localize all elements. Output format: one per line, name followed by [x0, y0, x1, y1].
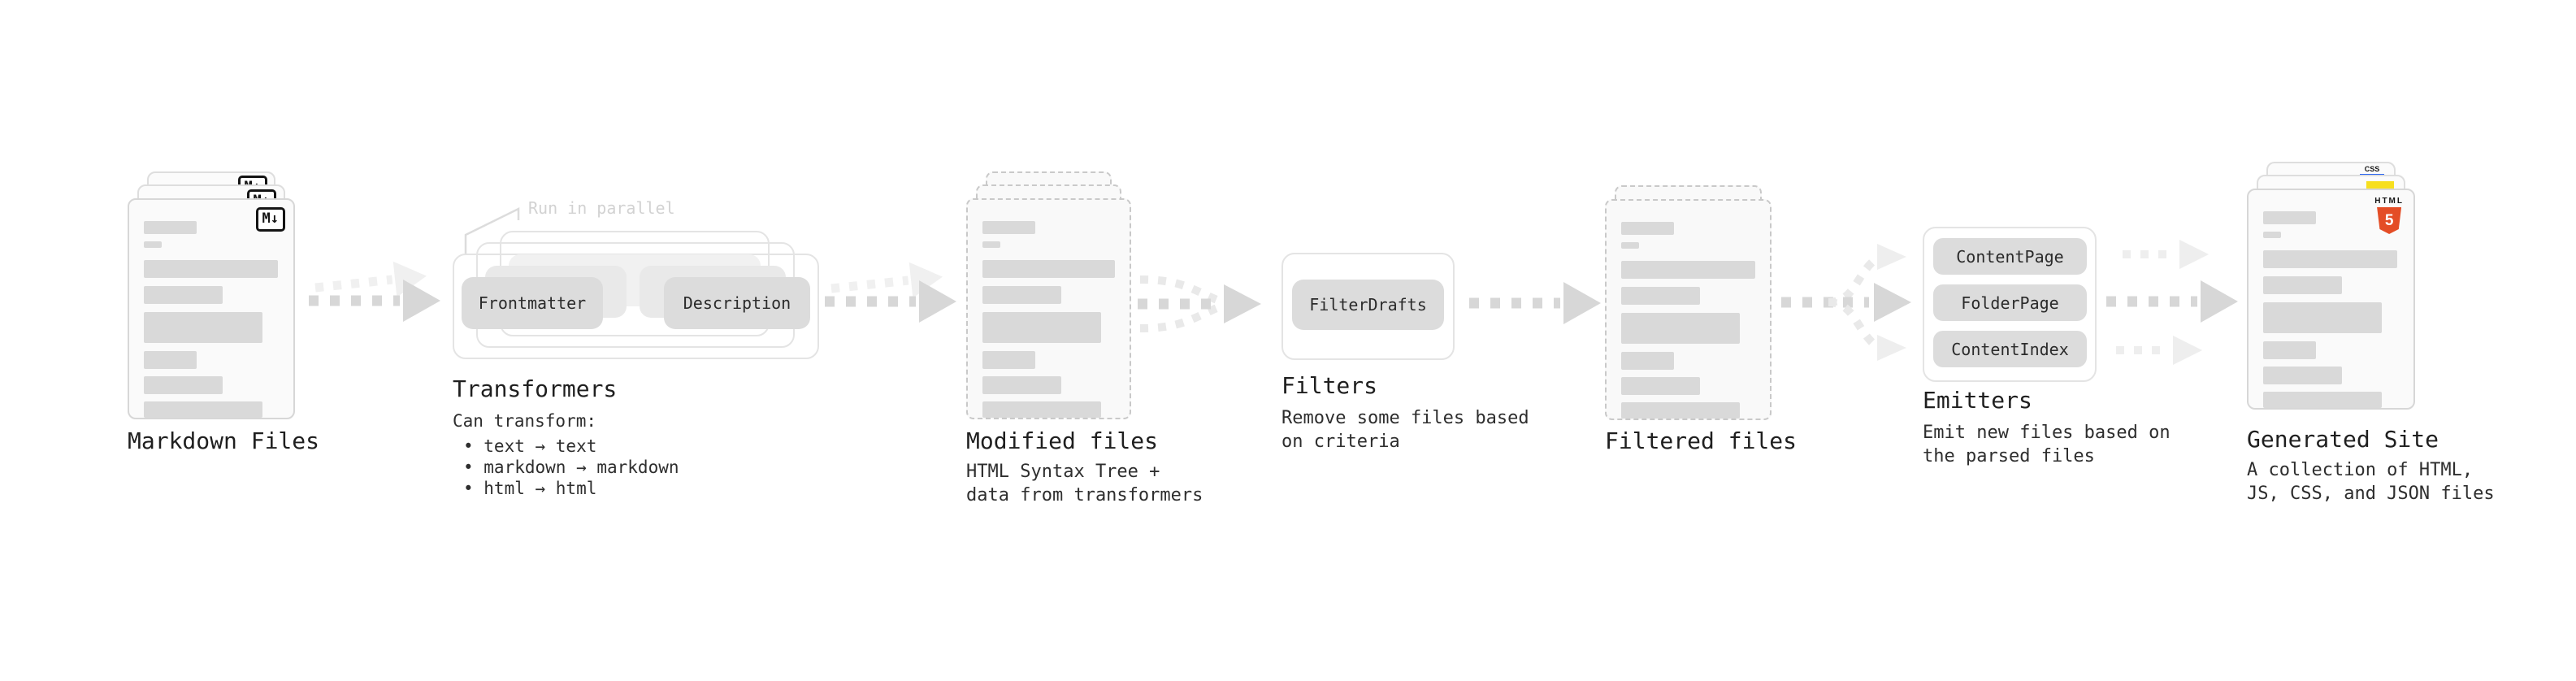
file-skeleton-text — [1621, 222, 1755, 419]
emitter-node-folderpage: FolderPage — [1933, 284, 2087, 321]
generated-site-label: Generated Site — [2247, 426, 2439, 453]
arrow-emitters-to-site-top — [2123, 240, 2209, 269]
stage-generated-site: CSS HTML 5 — [2247, 162, 2415, 410]
arrow-filters-to-filtered — [1469, 282, 1601, 324]
file-skeleton-text — [2263, 211, 2399, 408]
run-in-parallel-annotation: Run in parallel — [528, 198, 675, 218]
arrow-modified-to-filters — [1138, 275, 1261, 332]
filter-node-filterdrafts: FilterDrafts — [1292, 280, 1444, 330]
arrow-emitters-to-site-bottom — [2116, 336, 2202, 365]
generated-site-description: A collection of HTML, JS, CSS, and JSON … — [2247, 460, 2495, 504]
run-in-parallel-callout-line — [464, 206, 520, 254]
site-file-card-front: HTML 5 — [2247, 189, 2415, 410]
modified-file-card-front — [966, 198, 1131, 419]
emitter-node-contentindex: ContentIndex — [1933, 331, 2087, 367]
html5-icon: HTML 5 — [2374, 197, 2404, 234]
transformers-bullet-3: • html → html — [463, 479, 597, 498]
filters-description: Remove some files based on criteria — [1281, 408, 1529, 452]
emitter-node-contentpage: ContentPage — [1933, 238, 2087, 275]
transformers-bullet-2: • markdown → markdown — [463, 458, 679, 477]
arrow-emitters-to-site-mid — [2106, 280, 2238, 323]
filtered-files-label: Filtered files — [1605, 427, 1798, 454]
stage-markdown-files: M↓ M↓ M↓ — [128, 171, 295, 419]
filters-label: Filters — [1281, 372, 1378, 399]
filtered-file-card-front — [1605, 199, 1772, 420]
transformers-caption: Can transform: — [453, 411, 597, 431]
transformer-node-description: Description — [664, 277, 810, 329]
stage-filtered-files — [1605, 185, 1772, 420]
transformers-bullet-1: • text → text — [463, 436, 597, 456]
arrow-filtered-to-emitters — [1781, 244, 1911, 361]
file-skeleton-text — [982, 221, 1115, 418]
file-skeleton-text — [144, 221, 279, 418]
emitters-label: Emitters — [1923, 387, 2032, 414]
markdown-file-card-front: M↓ — [128, 198, 295, 419]
modified-files-label: Modified files — [966, 427, 1159, 454]
transformers-label: Transformers — [453, 375, 618, 402]
stage-modified-files — [966, 171, 1134, 419]
markdown-icon: M↓ — [255, 207, 285, 232]
transformer-node-frontmatter: Frontmatter — [462, 277, 603, 329]
emitters-description: Emit new files based on the parsed files — [1923, 423, 2171, 466]
markdown-files-label: Markdown Files — [128, 427, 320, 454]
modified-files-description: HTML Syntax Tree + data from transformer… — [966, 462, 1203, 505]
